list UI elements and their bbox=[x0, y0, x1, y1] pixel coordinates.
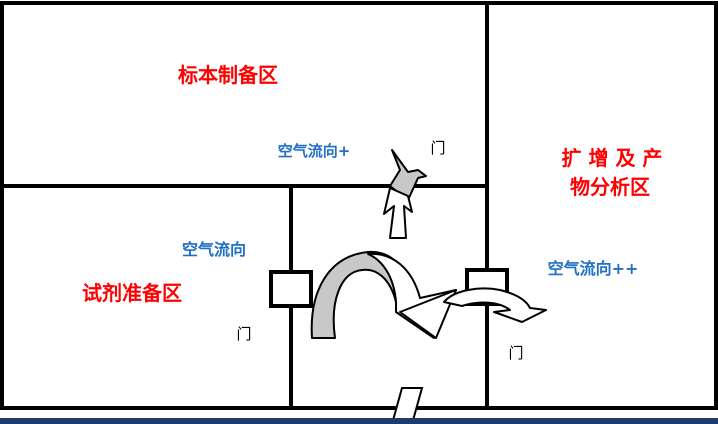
airflow-arrow-right-door bbox=[443, 287, 547, 323]
airflow-label-reagent: 空气流向 bbox=[182, 240, 246, 259]
door-label-top: 门 bbox=[430, 139, 445, 157]
walls bbox=[0, 1, 718, 410]
room-label-reagent-prep: 试剂准备区 bbox=[82, 281, 182, 305]
door-left-box bbox=[269, 270, 313, 308]
bottom-bar bbox=[0, 418, 718, 424]
airflow-arrow-bottom-door bbox=[390, 387, 424, 424]
airflow-arrow-top-door-lower bbox=[383, 187, 413, 239]
outer-wall bbox=[0, 1, 718, 410]
door-label-right: 门 bbox=[508, 344, 523, 362]
airflow-label-amplification: 空气流向++ bbox=[548, 259, 639, 278]
room-label-amplification-line1: 扩 增 及 产 bbox=[562, 146, 663, 170]
airflow-label-specimen: 空气流向+ bbox=[278, 142, 351, 160]
airflow-arrow-main-head-tip bbox=[399, 289, 457, 339]
airflow-arrow-top-door bbox=[383, 149, 427, 239]
airflow-arrow-right-door-body bbox=[443, 287, 547, 323]
door-label-left: 门 bbox=[236, 325, 251, 343]
airflow-arrow-top-door-upper bbox=[389, 149, 427, 201]
room-label-amplification-line2: 物分析区 bbox=[570, 175, 650, 199]
airflow-arrow-main bbox=[310, 250, 457, 339]
room-label-specimen-prep: 标本制备区 bbox=[178, 63, 278, 87]
